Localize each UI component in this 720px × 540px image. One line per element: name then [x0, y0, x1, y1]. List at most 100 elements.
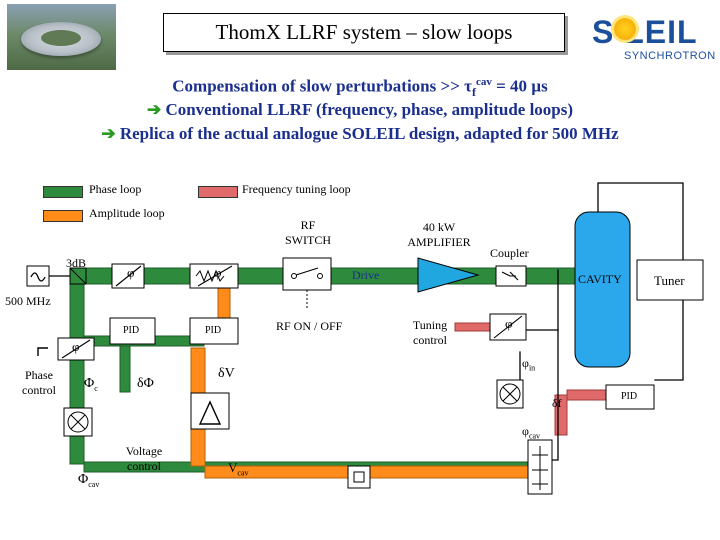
- page-title: ThomX LLRF system – slow loops: [163, 13, 565, 52]
- amplitude-bottom: [204, 465, 544, 479]
- phi-c-label: Φc: [84, 376, 98, 393]
- arrow-right-icon: ➔: [101, 124, 116, 143]
- tuning-control-label-2: control: [413, 333, 447, 347]
- phase-control-glyph: φ: [72, 339, 80, 354]
- legend-phase-swatch: [43, 186, 83, 198]
- arrow-right-icon: ➔: [146, 100, 162, 119]
- amplifier-label-1: 40 kW: [422, 220, 456, 234]
- intro-line-1-value: = 40 µs: [491, 76, 548, 96]
- delta-v-label: δV: [218, 366, 235, 381]
- phase-control-label-1: Phase: [25, 368, 53, 382]
- switch-contact-a: [291, 273, 297, 279]
- pid-phase-box: [109, 317, 156, 345]
- hybrid-diagonal: [69, 267, 87, 285]
- tau-subscript: f: [471, 85, 476, 100]
- intro-line-3: ➔ Replica of the actual analogue SOLEIL …: [0, 124, 720, 144]
- amplifier-label-2: AMPLIFIER: [407, 235, 471, 249]
- phi-cav-sub: cav: [528, 431, 541, 441]
- phase-shifter-arrow: [115, 265, 142, 287]
- title-text: ThomX LLRF system – slow loops: [215, 20, 513, 44]
- voltage-control-label: Voltage control: [120, 444, 168, 474]
- soleil-logo: S LEIL SYNCHROTRON: [592, 6, 716, 66]
- freq-to-tuner: [566, 389, 608, 401]
- phi-in-sub: in: [528, 363, 536, 373]
- sun-icon: [614, 18, 636, 40]
- amplifier-label: 40 kW AMPLIFIER: [398, 220, 480, 250]
- attenuator-resistor-icon: [195, 269, 225, 283]
- phi-cav-label: φcav: [522, 424, 540, 440]
- legend-frequency-label: Frequency tuning loop: [242, 182, 351, 196]
- ring-infield: [41, 30, 81, 46]
- voltage-control-label-2: control: [127, 459, 161, 473]
- legend-frequency-swatch: [198, 186, 238, 198]
- tuner-label: Tuner: [654, 273, 685, 288]
- cavity-body: [574, 211, 631, 368]
- intro-line-1-text: Compensation of slow perturbations >> τ: [172, 76, 472, 96]
- coupler-arrow-icon: [501, 271, 519, 281]
- phase-pid-drop: [119, 345, 131, 393]
- tuner-feedback: [597, 182, 684, 381]
- v-cav-symbol: V: [228, 460, 238, 475]
- delta-f-label: δf: [552, 396, 562, 410]
- switch-contact-b: [317, 273, 323, 279]
- source-frequency-label: 500 MHz: [5, 294, 51, 308]
- phase-mixer-x2: [70, 414, 86, 430]
- phi-cav-big-symbol: Φ: [78, 472, 89, 487]
- switch-blade: [295, 267, 319, 276]
- attenuator-arrow: [197, 265, 233, 287]
- v-cav-sub: cav: [237, 468, 249, 478]
- tau-superscript: cav: [475, 76, 492, 88]
- tuner-box: [636, 259, 704, 301]
- tuning-control-label: Tuning control: [410, 318, 450, 348]
- tuning-control-label-1: Tuning: [412, 318, 448, 332]
- phase-control-label-2: control: [22, 383, 56, 397]
- phi-cav-big-sub: cav: [88, 479, 100, 489]
- intro-line-2-text: Conventional LLRF (frequency, phase, amp…: [165, 100, 574, 119]
- phase-control-arrow: [61, 339, 91, 359]
- bottom-coupler-inner: [353, 471, 365, 483]
- delta-phi-label: δΦ: [137, 376, 154, 391]
- rf-switch-label-2: SWITCH: [285, 233, 331, 247]
- attenuator-glyph: φ: [214, 265, 222, 280]
- phi-c-sub: c: [94, 383, 98, 393]
- phase-shifter-glyph: φ: [127, 265, 135, 280]
- phase-control-label: Phase control: [18, 368, 60, 398]
- cavity-label: CAVITY: [578, 272, 622, 286]
- phi-c-symbol: Φ: [84, 376, 95, 391]
- coupler-label: Coupler: [490, 246, 529, 260]
- legend-amplitude-label: Amplitude loop: [89, 206, 165, 220]
- phi-in-label: φin: [522, 356, 535, 372]
- phi-in-symbol: φ: [522, 356, 529, 370]
- pid-amplitude-box: [189, 317, 239, 345]
- detector-triangle-icon: [198, 400, 222, 425]
- pid-frequency-label: PID: [621, 391, 638, 402]
- pid-amplitude-label: PID: [205, 325, 222, 336]
- drive-label: Drive: [352, 268, 380, 282]
- legend-amplitude-swatch: [43, 210, 83, 222]
- freq-mixer-x2: [502, 386, 518, 402]
- logo-wordmark: S LEIL: [592, 14, 698, 50]
- tuning-shifter-glyph: φ: [505, 316, 513, 331]
- rf-switch-label-1: RF: [300, 218, 316, 232]
- pid-frequency-box: [605, 384, 655, 410]
- pid-phase-label: PID: [123, 325, 140, 336]
- v-cav-label: Vcav: [228, 460, 249, 478]
- tuning-shifter-arrow: [493, 315, 523, 339]
- logo-subtitle: SYNCHROTRON: [624, 50, 716, 62]
- intro-line-3-text: Replica of the actual analogue SOLEIL de…: [119, 124, 619, 143]
- hybrid-3db-label: 3dB: [66, 256, 87, 270]
- phase-trunk: [69, 283, 85, 465]
- rf-switch-label: RF SWITCH: [278, 218, 338, 248]
- amplifier-triangle: [417, 257, 480, 293]
- intro-line-2: ➔ Conventional LLRF (frequency, phase, a…: [0, 100, 720, 120]
- legend-phase-label: Phase loop: [89, 182, 142, 196]
- phi-cav-symbol: φ: [522, 424, 529, 438]
- intro-line-1: Compensation of slow perturbations >> τf…: [0, 76, 720, 100]
- rf-switch-box: [282, 257, 332, 291]
- phase-control-pointer: [37, 347, 48, 356]
- thomx-ring-photo: [7, 4, 116, 70]
- rf-on-off-label: RF ON / OFF: [276, 319, 343, 333]
- phi-cav-big-label: Φcav: [78, 472, 99, 489]
- voltage-control-label-1: Voltage: [125, 444, 163, 458]
